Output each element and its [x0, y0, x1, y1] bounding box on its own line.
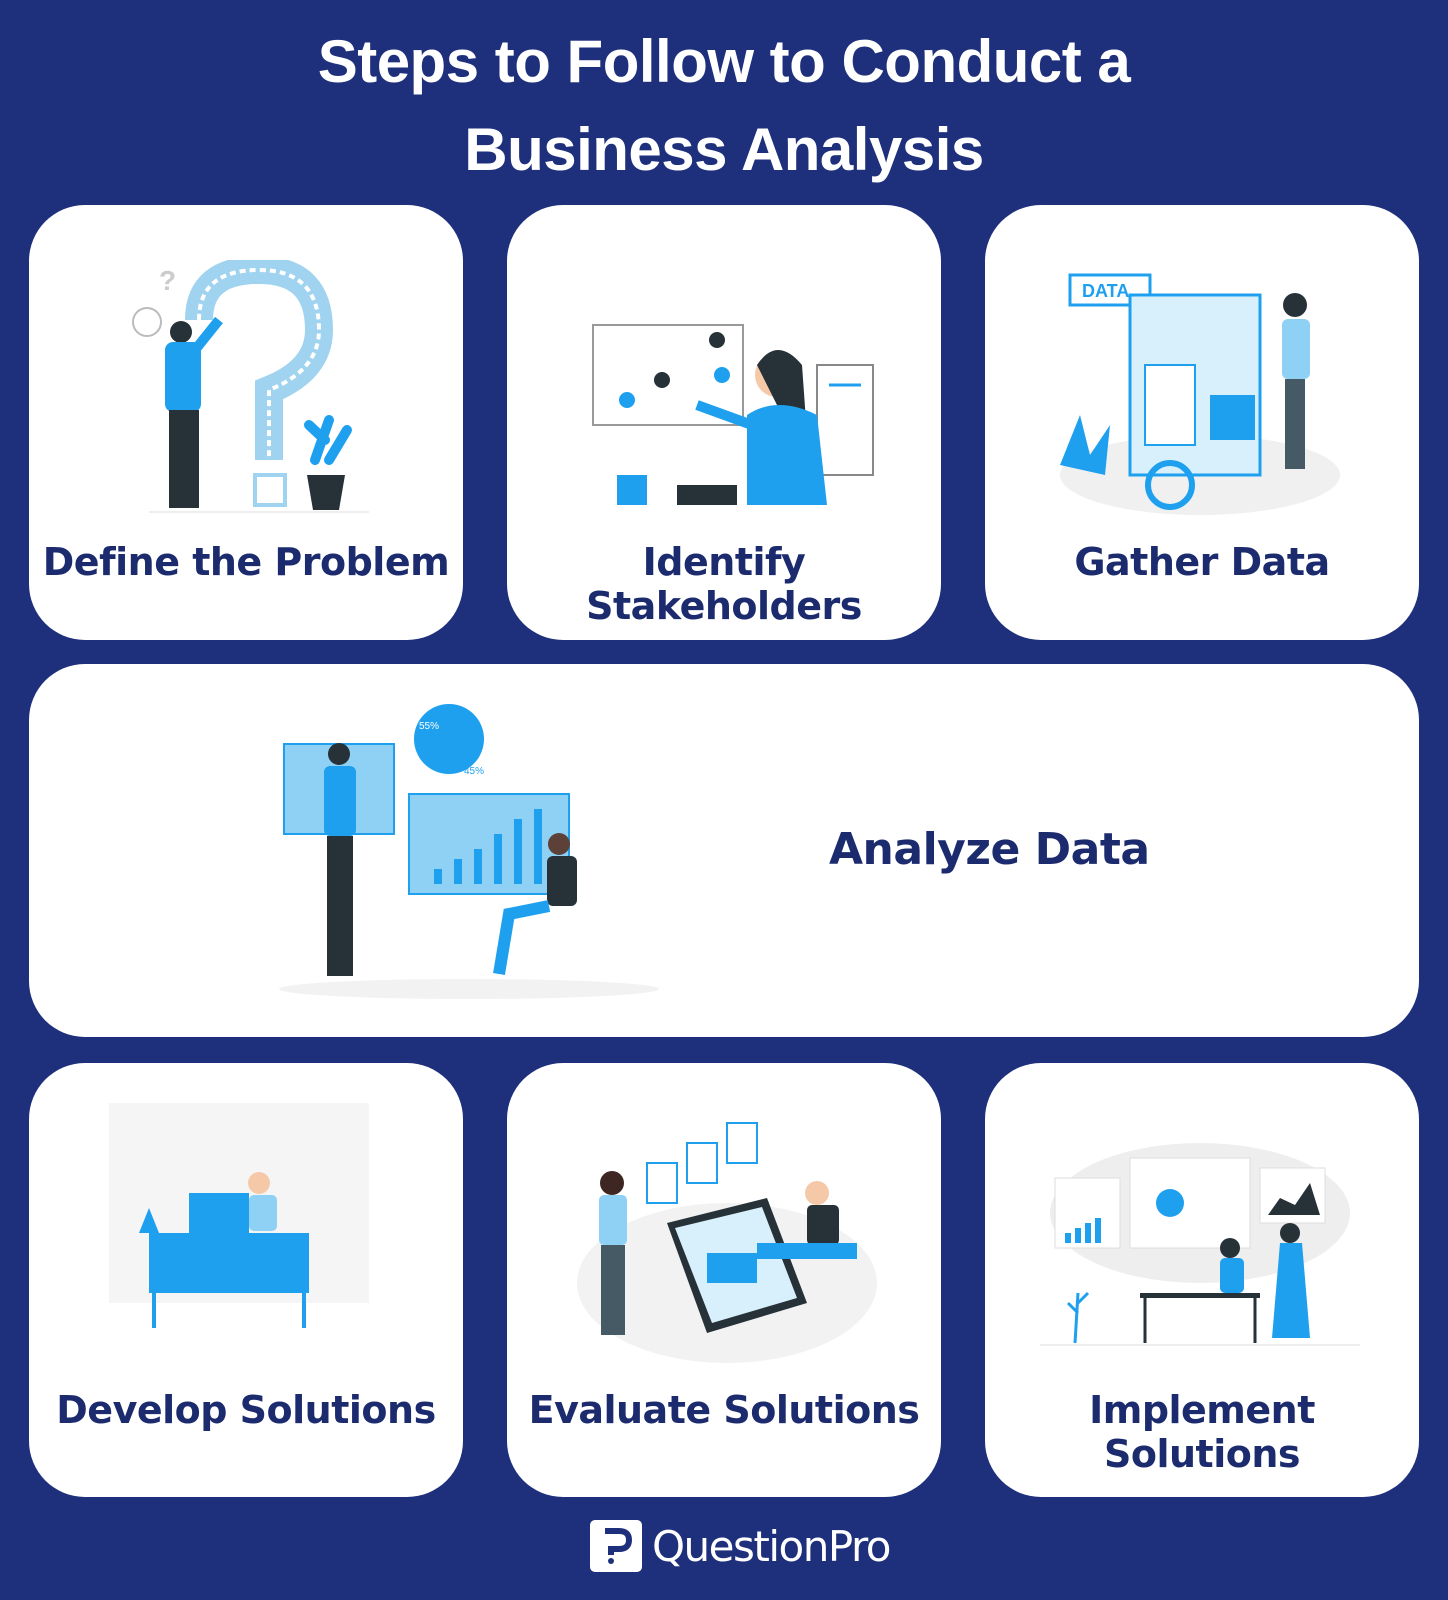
step-card-implement-solutions: Implement Solutions [985, 1063, 1419, 1497]
step-label: Define the Problem [42, 540, 450, 584]
stakeholder-board-illustration [592, 324, 874, 505]
question-maze-illustration: ? [132, 260, 369, 513]
logo-text: QuestionPro [652, 1521, 891, 1571]
page-title: Steps to Follow to Conduct a Business An… [0, 18, 1448, 194]
presentation-illustration [1040, 1143, 1360, 1346]
questionpro-logo-icon [590, 1520, 642, 1572]
step-label: Develop Solutions [56, 1388, 436, 1432]
step-label: Evaluate Solutions [528, 1388, 920, 1432]
data-dashboard-illustration: DATA [1060, 273, 1340, 515]
step-card-gather-data: DATA Gather Data [985, 205, 1419, 640]
analytics-charts-illustration: 55% 45% [279, 704, 659, 999]
step-card-identify-stakeholders: Identify Stakeholders [507, 205, 941, 640]
pie-label-b: 45% [464, 766, 484, 777]
step-card-analyze-data: 55% 45% Analyze Data [29, 664, 1419, 1037]
tablet-review-illustration [577, 1122, 877, 1363]
step-card-evaluate-solutions: Evaluate Solutions [507, 1063, 941, 1497]
step-label: Identify Stakeholders [586, 540, 862, 628]
step-label: Gather Data [1074, 540, 1330, 584]
desk-computer-illustration [109, 1103, 369, 1328]
step-label: Analyze Data [829, 824, 1150, 875]
step-card-define-problem: ? Define the Problem [29, 205, 463, 640]
title-line-2: Business Analysis [464, 116, 984, 183]
title-line-1: Steps to Follow to Conduct a [317, 28, 1131, 95]
step-label: Implement Solutions [1089, 1388, 1315, 1476]
step-card-develop-solutions: Develop Solutions [29, 1063, 463, 1497]
svg-text:?: ? [159, 265, 176, 296]
svg-text:DATA: DATA [1082, 281, 1129, 301]
pie-label-a: 55% [419, 721, 439, 732]
questionpro-logo: QuestionPro [590, 1520, 891, 1572]
